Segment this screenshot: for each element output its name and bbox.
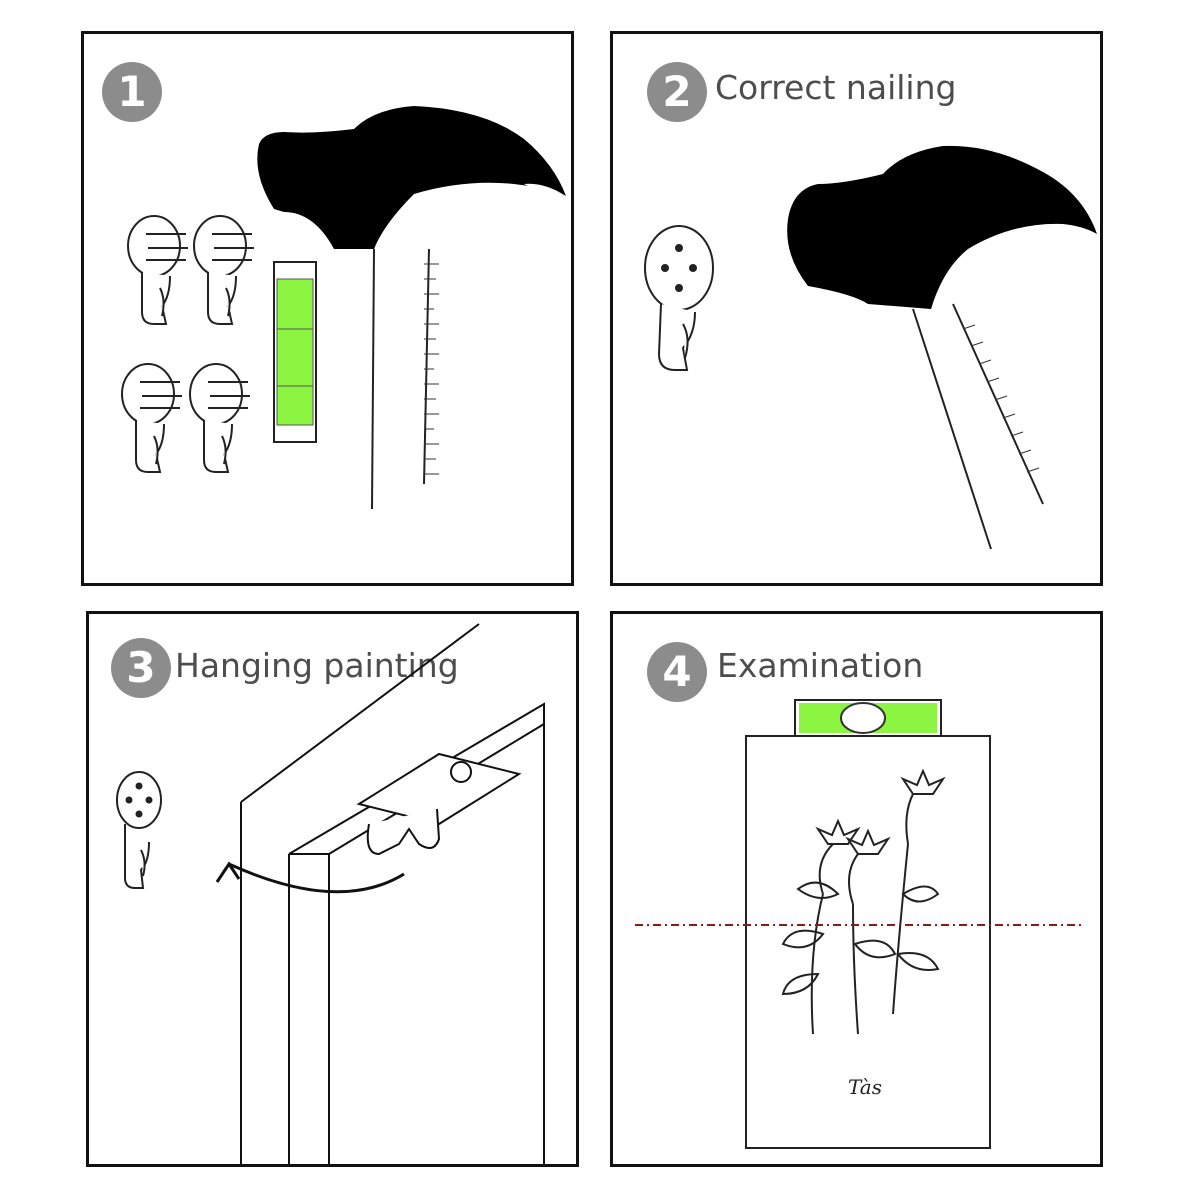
step-1-badge: 1 — [102, 62, 162, 122]
step-1-panel: 1 — [81, 31, 574, 586]
painting-signature: Tàs — [848, 1075, 882, 1099]
step-2-badge: 2 — [647, 62, 707, 122]
painting: Tàs — [745, 735, 991, 1149]
step-3-panel: 3 Hanging painting — [86, 611, 579, 1167]
flower-illustration — [781, 768, 946, 1035]
spirit-level-icon — [794, 699, 942, 737]
hook-icon — [116, 771, 162, 889]
step-3-badge: 3 — [111, 638, 171, 698]
step-2-illustration — [644, 145, 1097, 550]
step-2-panel: 2 Correct nailing — [610, 31, 1103, 586]
hook-icon — [121, 215, 254, 473]
hammer-icon — [787, 145, 1097, 550]
hanger-bracket — [356, 752, 522, 856]
step-3-title: Hanging painting — [175, 646, 459, 685]
arrow-icon — [228, 862, 405, 894]
step-4-panel: 4 Examination — [610, 611, 1103, 1167]
painting-frame — [240, 623, 545, 1164]
spirit-level-icon — [273, 261, 317, 443]
step-4-title: Examination — [717, 646, 924, 685]
step-2-title: Correct nailing — [715, 68, 957, 107]
step-4-illustration: Tàs — [635, 699, 1081, 1149]
step-1-illustration — [121, 106, 566, 510]
step-4-badge: 4 — [647, 642, 707, 702]
step-3-illustration — [116, 623, 545, 1164]
hook-icon — [644, 225, 714, 371]
hammer-icon — [257, 106, 566, 510]
